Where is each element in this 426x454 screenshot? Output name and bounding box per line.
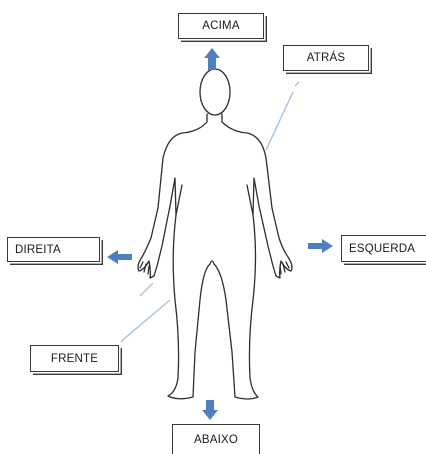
label-acima: ACIMA — [178, 13, 264, 39]
arrow-down-icon — [202, 400, 218, 420]
label-frente: FRENTE — [30, 345, 119, 372]
label-atras: ATRÁS — [283, 45, 369, 71]
guide-line-front — [125, 300, 170, 338]
label-abaixo: ABAIXO — [172, 424, 260, 454]
human-body-outline — [138, 69, 292, 399]
head-outline — [200, 69, 230, 115]
arrow-up-icon — [204, 48, 220, 70]
label-esquerda: ESQUERDA — [341, 235, 426, 262]
inner-arm-left — [176, 185, 182, 215]
direction-arrows — [107, 48, 333, 420]
label-direita: DIREITA — [7, 237, 100, 262]
body-left-side — [138, 114, 210, 399]
guide-line-front-upper — [140, 283, 153, 296]
arrow-right-icon — [308, 239, 333, 253]
arrow-left-icon — [107, 250, 132, 264]
guide-line-back — [266, 92, 293, 150]
guide-line-back-tip — [295, 82, 299, 86]
inner-arm-right — [247, 185, 253, 215]
guide-line-front-tip — [121, 338, 125, 342]
body-crotch — [210, 261, 214, 264]
fingers-right — [280, 262, 289, 274]
body-right-side — [214, 114, 292, 399]
